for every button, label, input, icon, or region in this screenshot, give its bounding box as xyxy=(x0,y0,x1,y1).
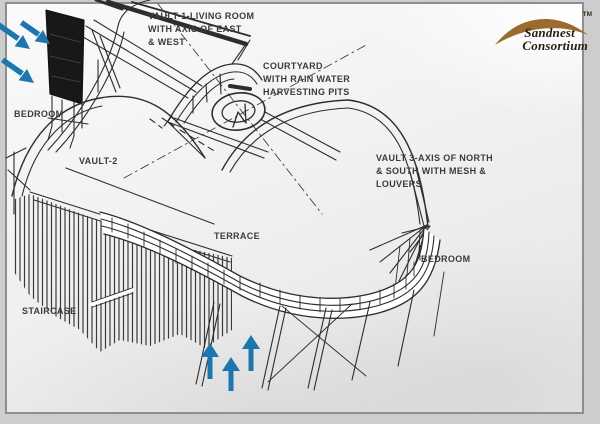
label-bedroom-right: BEDROOM xyxy=(421,254,471,264)
roof-gutter-beams xyxy=(149,111,341,161)
label-vault-1: VAULT-1-LIVING ROOM WITH AXIS OF EAST & … xyxy=(148,11,255,47)
stilt-columns xyxy=(195,271,445,391)
vault-1-structure xyxy=(47,0,251,153)
terrace-railing-posts xyxy=(111,217,421,313)
courtyard-ring xyxy=(211,92,266,131)
terrace-balcony xyxy=(99,211,441,319)
label-vault-2: VAULT-2 xyxy=(79,156,118,166)
louvered-wall-hatching xyxy=(12,194,232,352)
label-bedroom-left: BEDROOM xyxy=(14,109,64,119)
logo-swoosh-icon xyxy=(495,18,588,45)
logo-name-line2: Consortium xyxy=(522,38,588,53)
airflow-up-arrows-icon xyxy=(201,335,260,391)
vault-3-shell xyxy=(221,99,431,299)
label-staircase: STAIRCASE xyxy=(22,306,77,316)
label-terrace: TERRACE xyxy=(214,231,260,241)
logo-name-line1: Sandnest xyxy=(524,25,575,40)
courtyard-arch xyxy=(161,63,263,127)
sandnest-logo: Sandnest Consortium TM xyxy=(488,5,594,63)
wind-arrows-icon xyxy=(0,20,50,83)
label-courtyard: COURTYARD WITH RAIN WATER HARVESTING PIT… xyxy=(263,61,351,97)
mesh-screen-panel xyxy=(45,9,89,149)
label-vault-3: VAULT 3-AXIS OF NORTH & SOUTH WITH MESH … xyxy=(376,153,494,189)
trademark-symbol: TM xyxy=(582,11,592,18)
